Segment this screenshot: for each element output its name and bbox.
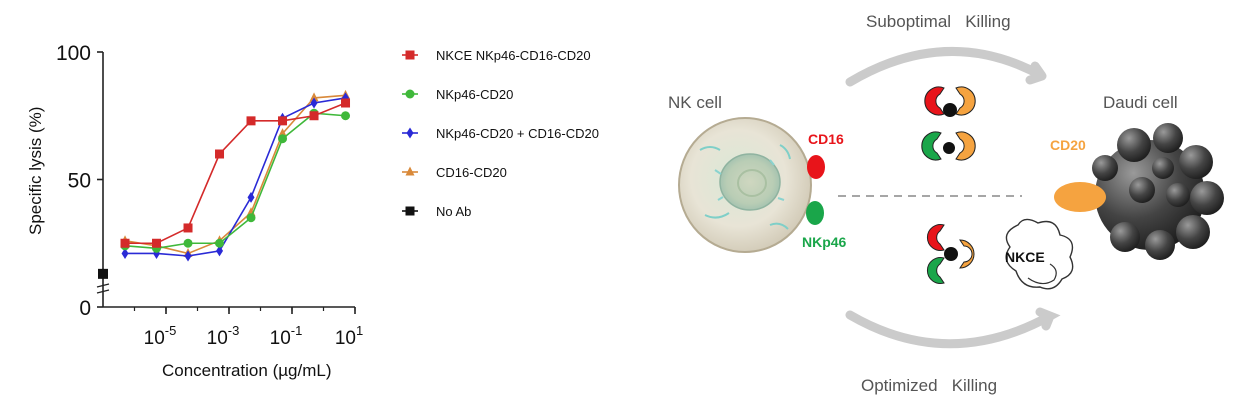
x-tick-label: 10-1 bbox=[270, 323, 303, 349]
nkp46-cd20-antibody bbox=[921, 131, 976, 161]
data-point bbox=[309, 92, 319, 102]
legend-marker bbox=[405, 206, 415, 216]
daudi-cell-label: Daudi cell bbox=[1103, 93, 1178, 112]
legend-marker bbox=[405, 89, 415, 99]
y-tick-label: 50 bbox=[68, 170, 91, 193]
y-tick-label: 100 bbox=[56, 42, 91, 65]
cd16-label: CD16 bbox=[808, 131, 844, 147]
nkp46-label: NKp46 bbox=[802, 234, 847, 250]
legend-entry: NKp46-CD20 bbox=[402, 87, 513, 102]
legend-label: NKCE NKp46-CD16-CD20 bbox=[436, 48, 591, 63]
data-point bbox=[341, 111, 351, 121]
legend-marker bbox=[405, 50, 415, 60]
data-point bbox=[246, 213, 256, 223]
legend-marker bbox=[406, 127, 414, 139]
legend-label: No Ab bbox=[436, 204, 471, 219]
daudi-cell-image bbox=[1092, 123, 1224, 260]
nkce-label: NKCE bbox=[1005, 249, 1045, 265]
data-point bbox=[246, 116, 256, 126]
legend-entry: No Ab bbox=[402, 204, 471, 219]
data-point bbox=[120, 238, 130, 248]
series-0 bbox=[120, 98, 351, 248]
data-point bbox=[278, 116, 288, 126]
data-point bbox=[278, 134, 288, 144]
data-point bbox=[247, 191, 255, 203]
optimized-killing-label: Optimized Killing bbox=[861, 376, 997, 395]
y-ticks: 0 50 100 bbox=[56, 42, 103, 320]
data-point bbox=[121, 247, 129, 259]
data-point bbox=[310, 97, 318, 109]
nk-cell-image bbox=[678, 117, 812, 253]
cd20-label: CD20 bbox=[1050, 137, 1086, 153]
nkce-trispecific-antibody bbox=[927, 224, 975, 284]
suboptimal-killing-label: Suboptimal Killing bbox=[866, 12, 1011, 31]
legend-label: NKp46-CD20 bbox=[436, 87, 513, 102]
x-axis-title: Concentration (µg/mL) bbox=[162, 361, 331, 380]
legend: NKCE NKp46-CD16-CD20NKp46-CD20NKp46-CD20… bbox=[402, 48, 599, 219]
series-1 bbox=[120, 108, 351, 253]
series-layer bbox=[120, 89, 351, 262]
legend-entry: CD16-CD20 bbox=[402, 165, 507, 180]
x-tick-label: 10-3 bbox=[207, 323, 240, 349]
data-point bbox=[215, 149, 225, 159]
data-point bbox=[216, 245, 224, 257]
nkp46-receptor bbox=[806, 201, 824, 225]
data-point bbox=[184, 250, 192, 262]
plot-area: 0 50 100 10-5 10-3 10-1 101 bbox=[56, 42, 363, 349]
legend-label: CD16-CD20 bbox=[436, 165, 507, 180]
no-ab-data-point bbox=[98, 268, 108, 279]
data-point bbox=[341, 98, 351, 108]
data-point bbox=[152, 238, 162, 248]
y-axis-title: Specific lysis (%) bbox=[26, 107, 45, 235]
optimized-arrow bbox=[845, 307, 1061, 349]
x-ticks: 10-5 10-3 10-1 101 bbox=[133, 307, 363, 349]
legend-entry: NKp46-CD20 + CD16-CD20 bbox=[402, 126, 599, 141]
y-axis-break-mark bbox=[96, 289, 110, 294]
data-point bbox=[309, 111, 319, 121]
mechanism-diagram: Suboptimal Killing Optimized Killing NK … bbox=[668, 12, 1224, 395]
y-axis-break-mark bbox=[96, 283, 110, 288]
x-tick-label: 10-5 bbox=[144, 323, 177, 349]
no-ab-layer bbox=[98, 267, 108, 280]
data-point bbox=[183, 238, 193, 248]
legend-entry: NKCE NKp46-CD16-CD20 bbox=[402, 48, 591, 63]
suboptimal-arrow bbox=[845, 46, 1047, 87]
series-line bbox=[124, 112, 346, 250]
series-line bbox=[125, 102, 346, 245]
nk-cell-label: NK cell bbox=[668, 93, 722, 112]
x-tick-label: 101 bbox=[335, 323, 363, 349]
data-point bbox=[183, 223, 193, 233]
cd16-cd20-antibody bbox=[924, 86, 976, 117]
lysis-chart: 0 50 100 10-5 10-3 10-1 101 Specific lysis (%… bbox=[26, 42, 599, 380]
legend-marker bbox=[405, 166, 415, 176]
y-tick-label: 0 bbox=[79, 297, 91, 320]
series-line bbox=[125, 97, 346, 257]
cd16-receptor bbox=[807, 155, 825, 179]
nkce-schematic bbox=[1005, 218, 1074, 290]
data-point bbox=[215, 238, 225, 248]
legend-label: NKp46-CD20 + CD16-CD20 bbox=[436, 126, 599, 141]
cd20-receptor bbox=[1054, 182, 1106, 212]
